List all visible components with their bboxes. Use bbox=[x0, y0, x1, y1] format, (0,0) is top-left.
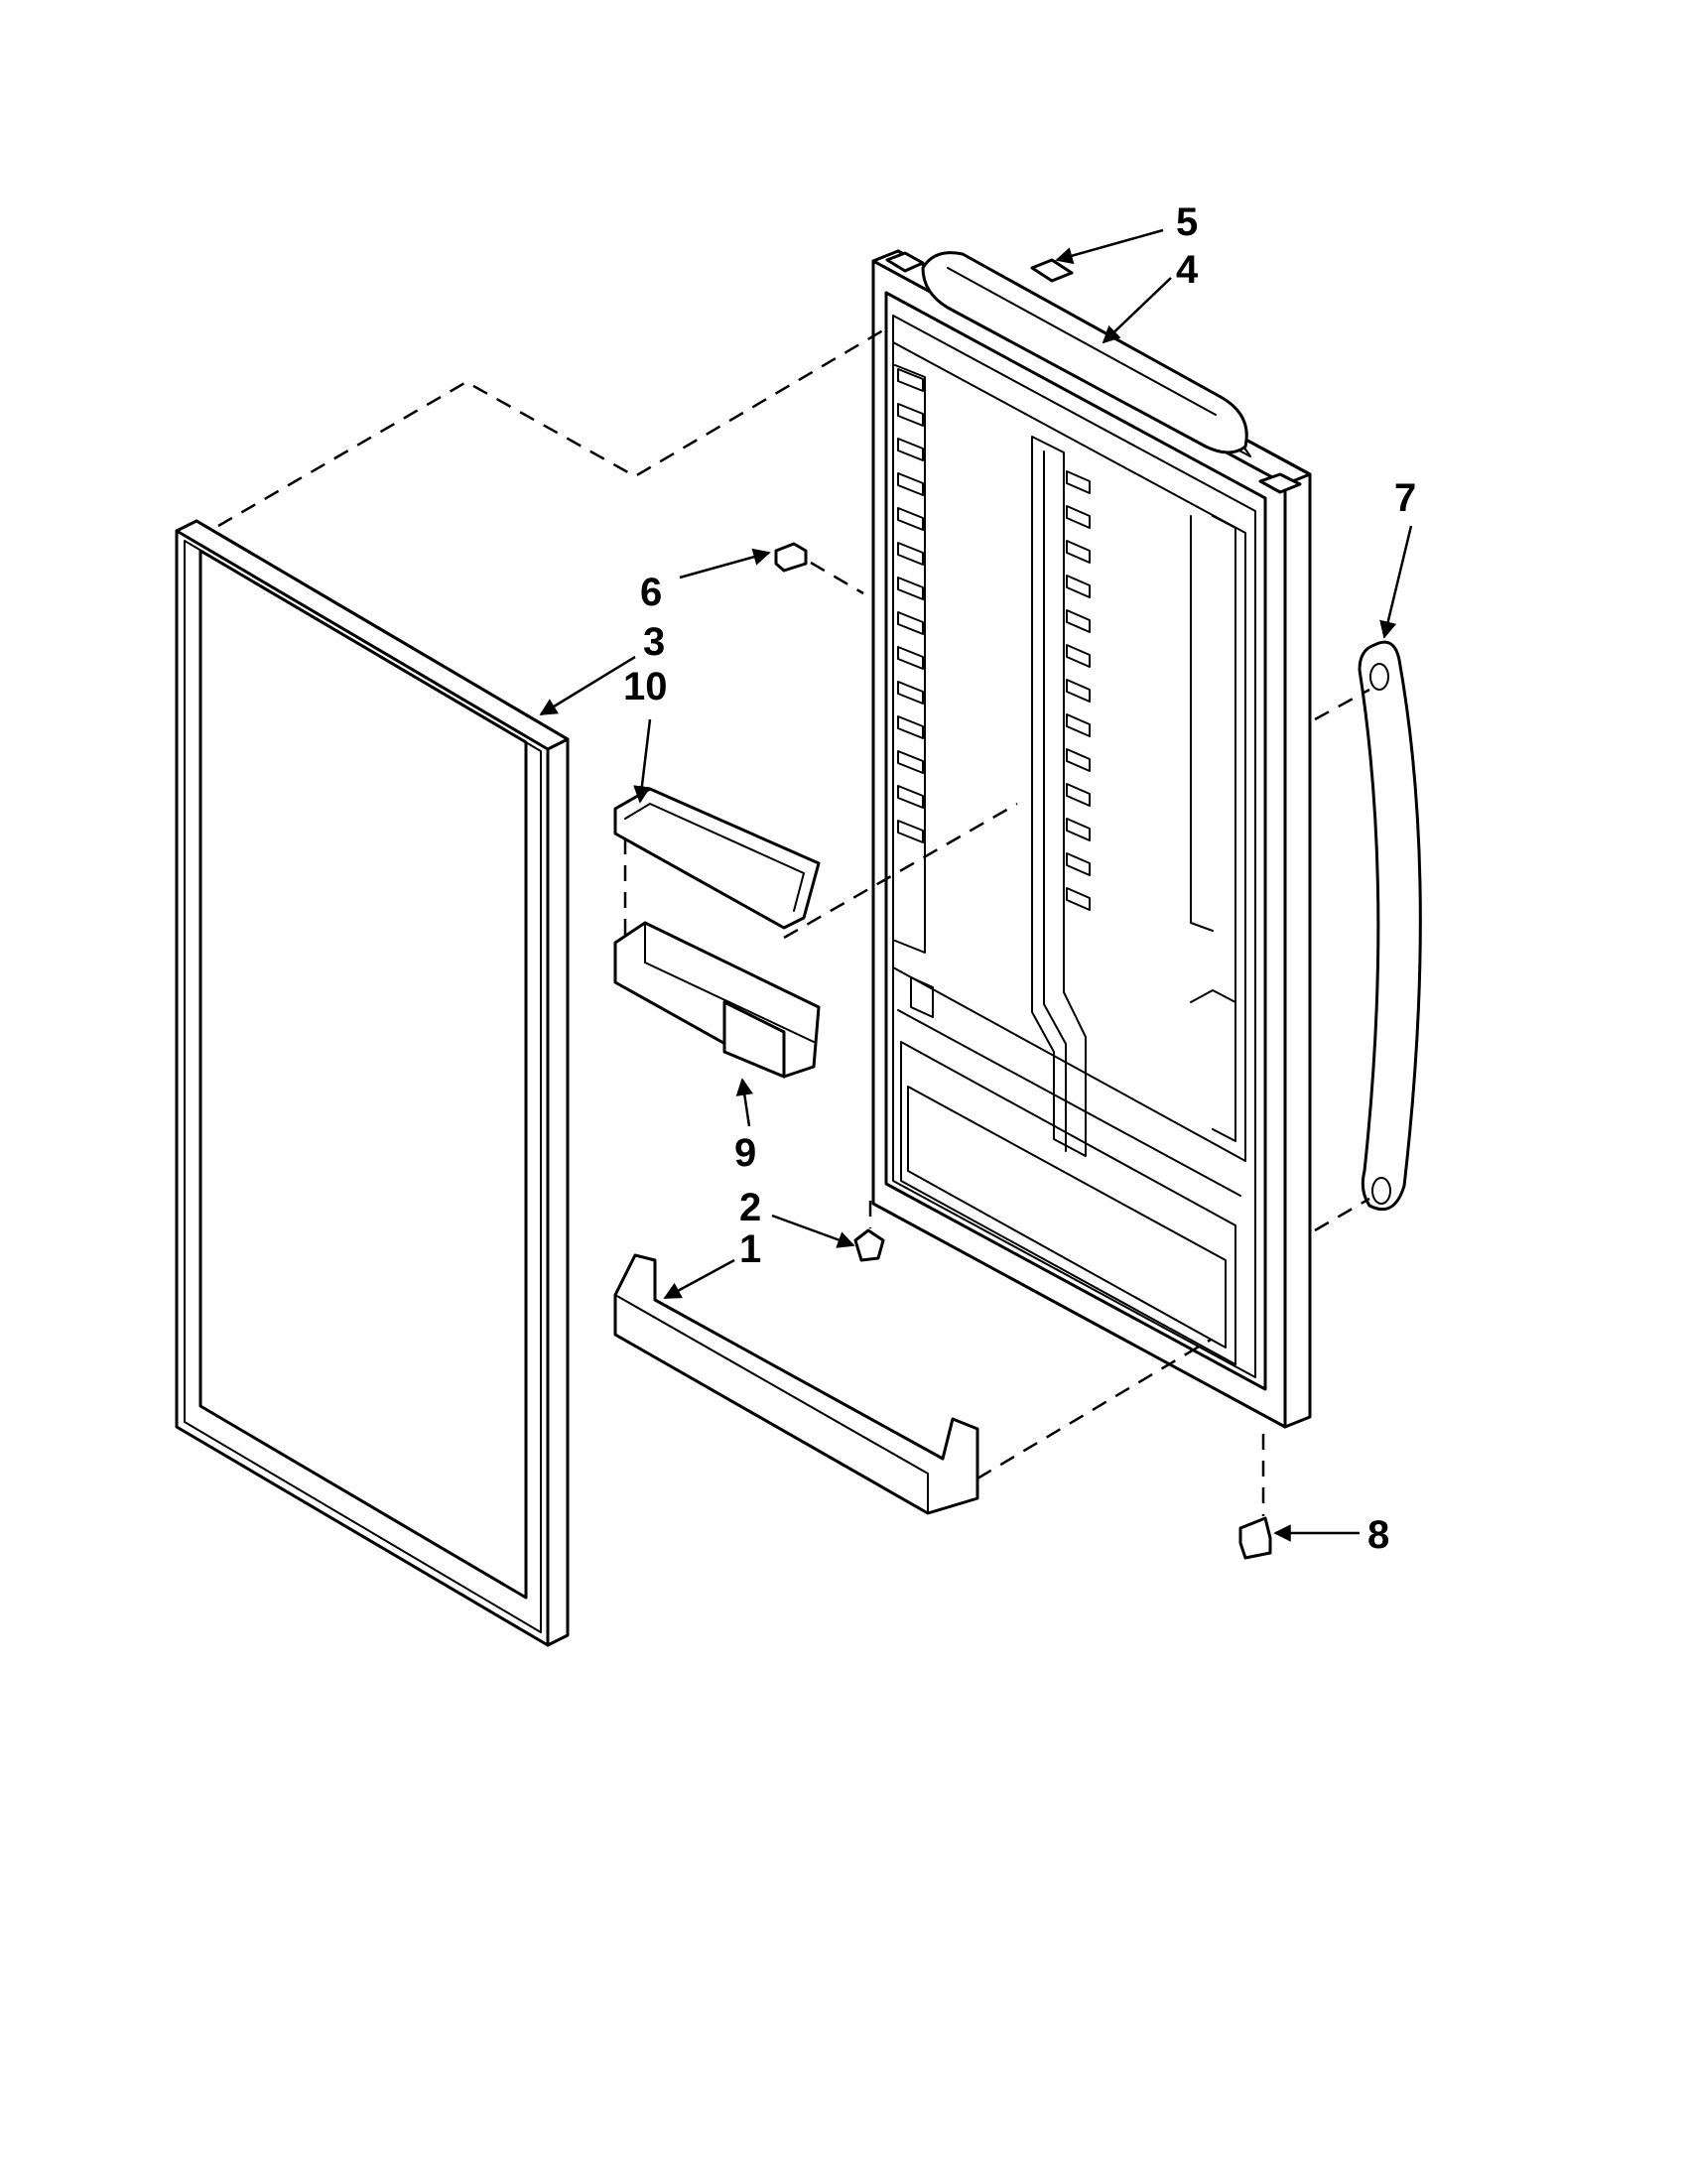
leader-5 bbox=[1055, 228, 1164, 265]
callout-leaders bbox=[539, 228, 1413, 1542]
door-shelf bbox=[613, 1253, 979, 1515]
leader-1 bbox=[663, 1258, 735, 1300]
door-stop-part bbox=[774, 542, 808, 573]
label-part bbox=[1030, 258, 1074, 283]
callout-8: 8 bbox=[1367, 1513, 1389, 1557]
callout-3: 3 bbox=[643, 620, 665, 664]
callout-9: 9 bbox=[734, 1131, 756, 1175]
leader-4 bbox=[1102, 277, 1172, 344]
callout-10: 10 bbox=[623, 665, 668, 708]
leader-3 bbox=[539, 655, 636, 716]
hinge-pin-part bbox=[1238, 1434, 1272, 1560]
callout-labels: 1 2 3 4 5 6 7 8 9 10 bbox=[623, 200, 1416, 1557]
callout-5: 5 bbox=[1176, 200, 1198, 244]
bin-cover bbox=[613, 787, 821, 930]
assembly-lines bbox=[217, 325, 1370, 1480]
callout-2: 2 bbox=[739, 1186, 761, 1229]
callout-6: 6 bbox=[640, 571, 662, 614]
door-handle bbox=[1358, 640, 1422, 1212]
callout-7: 7 bbox=[1394, 476, 1416, 520]
top-trim bbox=[921, 251, 1248, 454]
leader-6 bbox=[679, 548, 771, 579]
door-gasket bbox=[175, 519, 570, 1647]
leader-10 bbox=[633, 718, 652, 804]
callout-1: 1 bbox=[739, 1227, 761, 1271]
cam-part bbox=[853, 1201, 885, 1262]
leader-9 bbox=[735, 1078, 753, 1127]
door-bin bbox=[613, 921, 821, 1079]
leader-2 bbox=[771, 1214, 855, 1248]
callout-4: 4 bbox=[1176, 248, 1199, 292]
leader-7 bbox=[1379, 525, 1413, 639]
